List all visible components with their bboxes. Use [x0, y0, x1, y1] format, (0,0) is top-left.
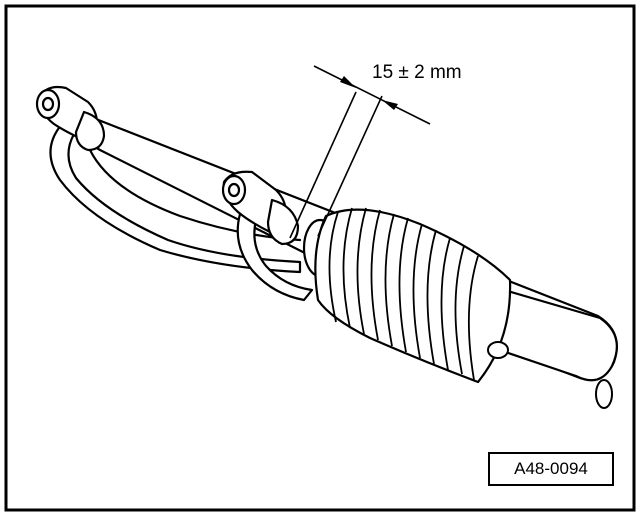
bellows-rib: [384, 213, 395, 347]
bellows-rib: [454, 245, 465, 375]
dimension-extension-line: [289, 91, 357, 239]
bellows-rib: [398, 217, 409, 353]
union-nut-rear-bore: [41, 96, 55, 112]
union-nut-front-bore: [227, 182, 241, 198]
bellows-rib: [440, 237, 451, 371]
dimension-label: 15 ± 2 mm: [372, 62, 462, 83]
figure-code: A48-0094: [488, 452, 614, 486]
fitting-rear: [74, 110, 106, 152]
fluid-line-front: [236, 212, 314, 302]
mount-slot: [595, 379, 613, 409]
bellows-rib: [342, 207, 353, 329]
dimension-extension-line: [317, 95, 383, 237]
bellows-rib: [426, 229, 437, 365]
fluid-line-rear-inner: [88, 148, 302, 242]
bellows-rib: [370, 209, 381, 341]
mount-hole: [487, 341, 509, 359]
dimension-arrowhead: [340, 76, 356, 88]
dimension-arrow-line: [313, 65, 431, 125]
fitting-front: [266, 198, 300, 246]
bellows-rib: [328, 211, 339, 323]
bellows-rib: [467, 255, 479, 381]
bellows-rib: [412, 223, 423, 359]
dimension-arrowhead: [382, 100, 398, 110]
fluid-line-rear: [49, 122, 302, 274]
bellows-rib: [356, 207, 367, 335]
